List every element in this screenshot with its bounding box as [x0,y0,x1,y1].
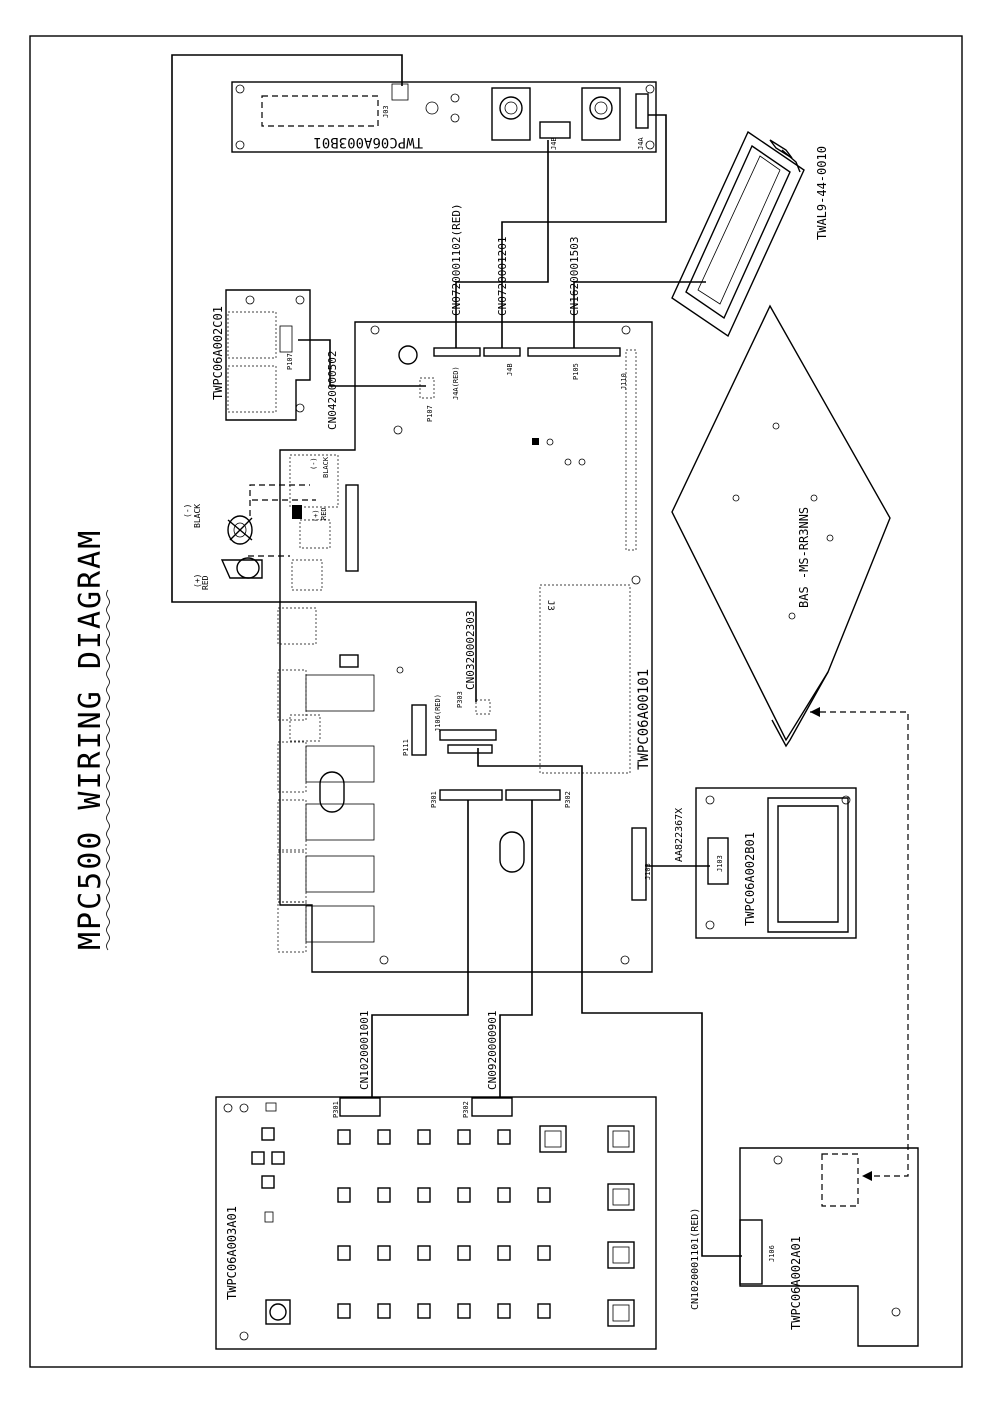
label-red-left: RED [201,575,210,590]
display-board-label: TWPC06A003B01 [313,134,423,150]
cable-labels: CN0720001102(RED) CN0720001201 CN1620001… [326,203,701,1310]
label-p107a: P107 [286,353,294,370]
cable-label-1: CN0720001102(RED) [450,203,463,316]
cable-label-5: CN0320002303 [464,611,477,690]
display-board: TWPC06A003B01 J03 J4A J4B [231,81,657,153]
label-j103: J103 [644,863,652,880]
chassis-plate: BAS -MS-RR3NNS [671,304,891,748]
cable-label-7: CN0920000901 [486,1011,499,1090]
keypad-button-grid [337,1125,635,1327]
power-terminals: (-) BLACK (+) RED (-) BLACK (+) RED [183,456,330,590]
diagram-title: MPC500 WIRING DIAGRAM [73,529,110,951]
label-pos-left: (+) [193,574,202,588]
label-p302: P302 [564,791,572,808]
card-board: TWPC06A002B01 J103 [695,787,857,939]
label-kp-p301: P301 [332,1101,340,1118]
keypad-board: TWPC06A003A01 P301 P302 [215,1096,657,1350]
label-j3: J3 [545,600,555,611]
label-p303: P303 [456,691,464,708]
power-board: TWPC06A002C01 P107 [211,289,311,421]
label-p301: P301 [430,791,438,808]
cable-label-2: CN0720001201 [496,237,509,316]
label-j4a: J4A(RED) [452,366,460,400]
label-j4a-top: J4A [637,137,645,150]
label-p105: P105 [572,363,580,380]
label-neg-right: (-) [310,457,318,470]
jack-row [277,607,375,953]
lower-board-label: TWPC06A002A01 [789,1236,803,1330]
label-j110: J110 [620,373,628,390]
lower-right-board: TWPC06A002A01 J106 [739,1147,919,1347]
keypad-label: TWPC06A003A01 [225,1206,239,1300]
diagram-title-text: MPC500 WIRING DIAGRAM [73,529,108,950]
label-p111: P111 [402,739,410,756]
wires [171,54,909,1257]
lcd-module: TWAL9-44-0010 [671,130,829,338]
cable-label-9: AA822367X [674,808,685,862]
label-kp-p302: P302 [462,1101,470,1118]
label-red-right: RED [320,507,328,520]
label-neg-left: (-) [183,504,192,518]
lcd-label: TWAL9-44-0010 [815,146,829,240]
encoder-left [491,87,531,141]
cable-label-8: CN1020001101(RED) [690,1208,701,1310]
label-p107b: P107 [426,405,434,422]
label-j106a: J106(RED) [434,694,442,732]
cable-label-4: CN0420000502 [326,351,339,430]
card-board-label: TWPC06A002B01 [743,832,757,926]
label-pos-right: (+) [312,509,320,522]
chassis-label: BAS -MS-RR3NNS [797,507,811,608]
label-j03: J03 [382,105,390,118]
cable-label-3: CN1620001503 [568,237,581,316]
label-black-left: BLACK [193,504,202,528]
main-board-label: TWPC06A00101 [636,669,652,770]
main-board: TWPC06A00101 J4A(RED) J4B P105 J110 P107… [277,321,653,973]
label-j4b-top: J4B [550,137,558,150]
label-j106: J106 [768,1245,776,1262]
power-board-label: TWPC06A002C01 [211,306,225,400]
encoder-right [581,87,621,141]
label-j4b: J4B [506,363,514,376]
label-j103b: J103 [716,855,724,872]
page-border [29,35,963,1368]
label-black-right: BLACK [322,456,330,478]
cable-label-6: CN1020001001 [358,1011,371,1090]
